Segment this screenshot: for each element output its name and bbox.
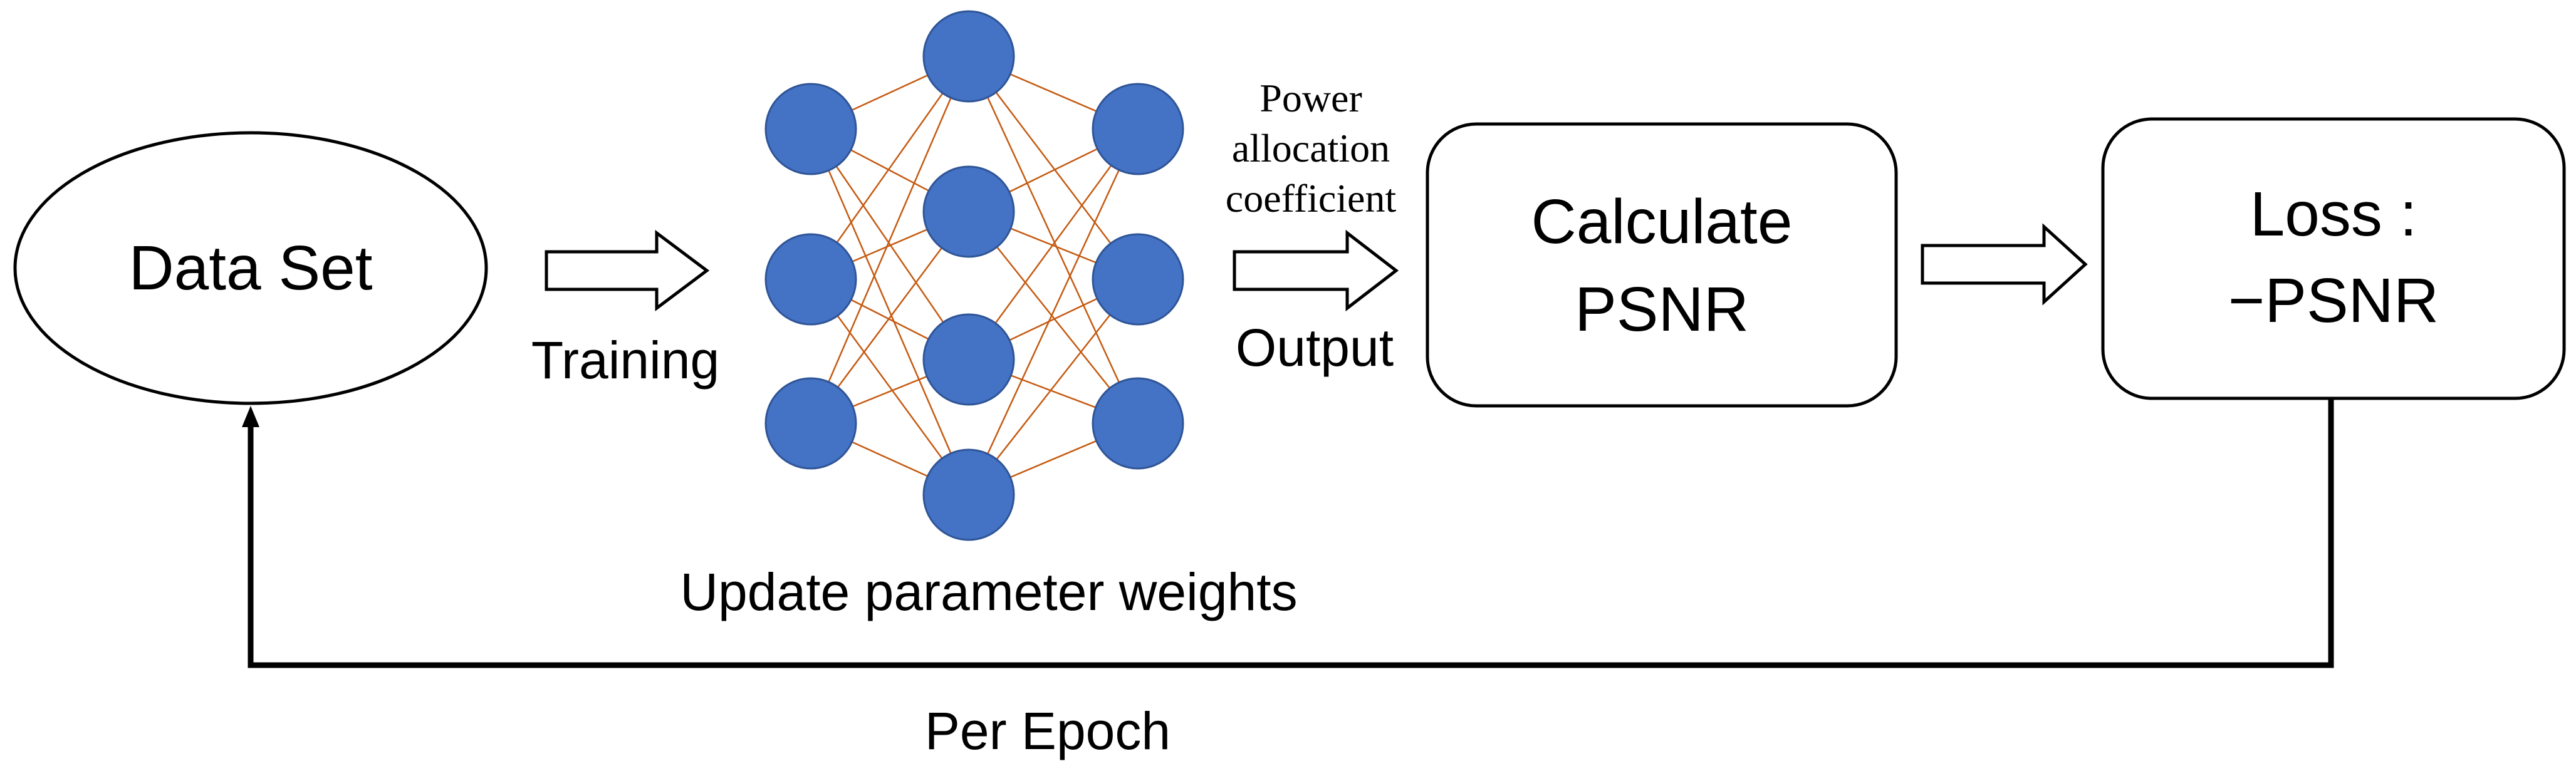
network-edge: [967, 128, 1139, 360]
hollow-arrow-output: [1233, 229, 1399, 312]
loss-box: [2101, 117, 2566, 400]
network-output: Power allocation coefficient Output: [1226, 76, 1399, 377]
calculate-psnr-box: [1426, 122, 1898, 408]
network-neuron: [1092, 377, 1184, 470]
network-neuron: [764, 83, 857, 175]
network-edges: [810, 55, 1139, 496]
per-epoch-label: Per Epoch: [925, 701, 1171, 760]
network-neuron: [922, 165, 1015, 258]
power-allocation-label-line3: coefficient: [1226, 176, 1397, 220]
network-edge: [810, 128, 970, 360]
network-edge: [968, 56, 1139, 280]
loss-label-line1: Loss :: [2250, 179, 2417, 249]
network-neuron: [922, 313, 1015, 406]
loss-node: Loss : −PSNR: [2101, 117, 2566, 400]
network-neuron: [1092, 83, 1184, 175]
calculate-psnr-node: Calculate PSNR: [1426, 122, 1898, 408]
network-edge: [967, 56, 1139, 424]
hollow-arrow-loss: [1921, 223, 2088, 306]
calculate-label-line1: Calculate: [1531, 187, 1793, 257]
network-neuron: [922, 448, 1015, 541]
feedback-arrowhead: [242, 406, 259, 427]
calculate-label-line2: PSNR: [1575, 274, 1749, 344]
loss-label-line2: −PSNR: [2228, 266, 2439, 336]
network-neuron: [764, 377, 857, 470]
network-neuron: [922, 10, 1015, 103]
network-edge: [967, 128, 1139, 495]
network-neuron: [1092, 233, 1184, 326]
hollow-arrow-training: [545, 230, 710, 311]
training-arrow: Training: [531, 230, 719, 390]
output-label: Output: [1236, 318, 1394, 377]
network-nodes: [764, 10, 1184, 541]
network-neuron: [764, 233, 857, 326]
training-label: Training: [531, 331, 719, 390]
network-edge: [810, 128, 970, 495]
feedback-loop: [242, 398, 2334, 668]
update-weights-label: Update parameter weights: [680, 562, 1297, 621]
dataset-label: Data Set: [128, 233, 372, 303]
dataset-ellipse: [13, 131, 488, 405]
feedback-line: [248, 398, 2334, 668]
dataset-node: Data Set: [13, 131, 488, 405]
power-allocation-label-line2: allocation: [1232, 126, 1390, 170]
power-allocation-label-line1: Power: [1259, 76, 1362, 120]
network-edge: [810, 56, 970, 424]
